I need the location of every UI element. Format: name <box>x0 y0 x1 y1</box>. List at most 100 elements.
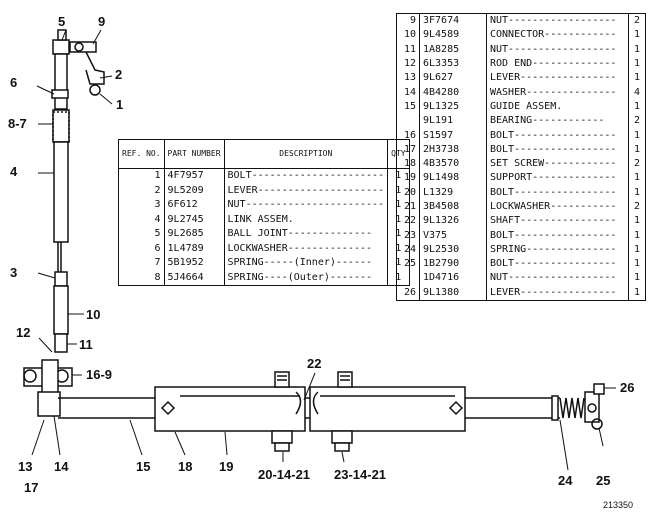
cell-qty: 1 <box>633 29 641 41</box>
cell-ref: 2 <box>118 183 165 198</box>
guide-shaft <box>58 386 560 432</box>
cell-qty: 1 <box>633 258 641 270</box>
callout-4: 4 <box>10 164 18 179</box>
cell-qty: 1 <box>633 143 641 155</box>
callout-26: 26 <box>620 380 635 395</box>
cell-ref: 9 <box>396 13 420 29</box>
cell-desc: SUPPORT-------------- <box>486 171 629 186</box>
cell-ref: 3 <box>118 198 165 213</box>
cell-qty: 1 <box>633 186 641 198</box>
callout-18: 18 <box>178 459 193 474</box>
cell-part: 5B1952 <box>164 256 225 271</box>
callout-5: 5 <box>58 14 66 29</box>
cell-qty: 1 <box>633 72 641 84</box>
cell-ref: 24 <box>396 242 420 258</box>
cell-ref: 10 <box>396 28 420 43</box>
callout-22: 22 <box>307 356 322 371</box>
cell-ref: 6 <box>118 241 165 256</box>
cell-desc: LEVER---------------- <box>486 285 629 301</box>
callout-14: 14 <box>54 459 69 474</box>
cell-ref: 8 <box>118 270 165 286</box>
cell-ref <box>396 114 420 129</box>
callout-6: 6 <box>10 75 18 90</box>
cell-part: 9L2745 <box>164 212 225 227</box>
callout-12: 12 <box>16 325 31 340</box>
spring-and-lever <box>551 383 605 430</box>
cell-ref: 25 <box>396 257 420 272</box>
cell-part: 9L1498 <box>419 171 487 186</box>
cell-qty: 1 <box>633 243 641 255</box>
cell-part: 1D4716 <box>419 271 487 286</box>
callout-9: 9 <box>98 14 106 29</box>
cell-ref: 23 <box>396 228 420 243</box>
cell-ref: 15 <box>396 99 420 115</box>
cell-desc: SHAFT---------------- <box>486 214 629 229</box>
cell-desc: LEVER---------------- <box>486 71 629 86</box>
cell-part: 6L3353 <box>419 56 487 72</box>
cell-desc: WASHER--------------- <box>486 85 629 100</box>
cell-ref: 14 <box>396 85 420 100</box>
connector <box>53 285 69 353</box>
cell-ref: 22 <box>396 214 420 229</box>
table-row: 9L191 BEARING------------2 <box>396 114 646 129</box>
cell-desc: NUT------------------ <box>486 42 629 57</box>
cell-qty: 2 <box>633 158 641 170</box>
cell-ref: 16 <box>396 128 420 143</box>
support-bolts <box>271 371 353 452</box>
callout-1: 1 <box>116 97 124 112</box>
cell-qty: 2 <box>633 201 641 212</box>
callout-25: 25 <box>596 473 611 488</box>
cell-qty: 1 <box>633 129 641 141</box>
cell-desc: GUIDE ASSEM. <box>486 99 629 115</box>
cell-desc: BOLT----------------- <box>486 228 629 243</box>
cell-ref: 7 <box>118 256 165 271</box>
cell-desc: NUT------------------ <box>486 13 629 29</box>
cell-desc: LOCKWASHER-------------- <box>224 241 389 256</box>
cell-desc: SET SCREW------------ <box>486 156 629 172</box>
cell-part: 2H3738 <box>419 142 487 157</box>
cell-desc: BOLT----------------- <box>486 128 629 143</box>
cell-desc: SPRING----(Outer)------- <box>224 270 389 286</box>
cell-qty: 1 <box>633 58 641 70</box>
cell-desc: NUT------------------ <box>486 271 629 286</box>
cell-part: 9L191 <box>419 114 487 129</box>
cell-qty: 1 <box>633 215 641 227</box>
cell-part: 9L2530 <box>419 242 487 258</box>
cell-ref: 17 <box>396 142 420 157</box>
callout-16-9: 16-9 <box>86 367 113 382</box>
figure-number: 213350 <box>603 500 634 510</box>
callout-23-14-21: 23-14-21 <box>334 467 387 482</box>
cell-ref: 11 <box>396 42 420 57</box>
callout-11: 11 <box>79 337 93 352</box>
callout-8-7: 8-7 <box>8 116 27 131</box>
cell-ref: 13 <box>396 71 420 86</box>
callout-17: 17 <box>24 480 39 495</box>
cell-desc: BOLT----------------- <box>486 185 629 200</box>
cell-desc: LOCKWASHER----------- <box>486 199 629 215</box>
cell-part: 1A8285 <box>419 42 487 57</box>
cell-ref: 1 <box>118 168 165 184</box>
callout-2: 2 <box>115 67 123 82</box>
callout-10: 10 <box>86 307 101 322</box>
cell-part: 6F612 <box>164 198 225 213</box>
cell-ref: 20 <box>396 185 420 200</box>
cell-part: S1597 <box>419 128 487 143</box>
